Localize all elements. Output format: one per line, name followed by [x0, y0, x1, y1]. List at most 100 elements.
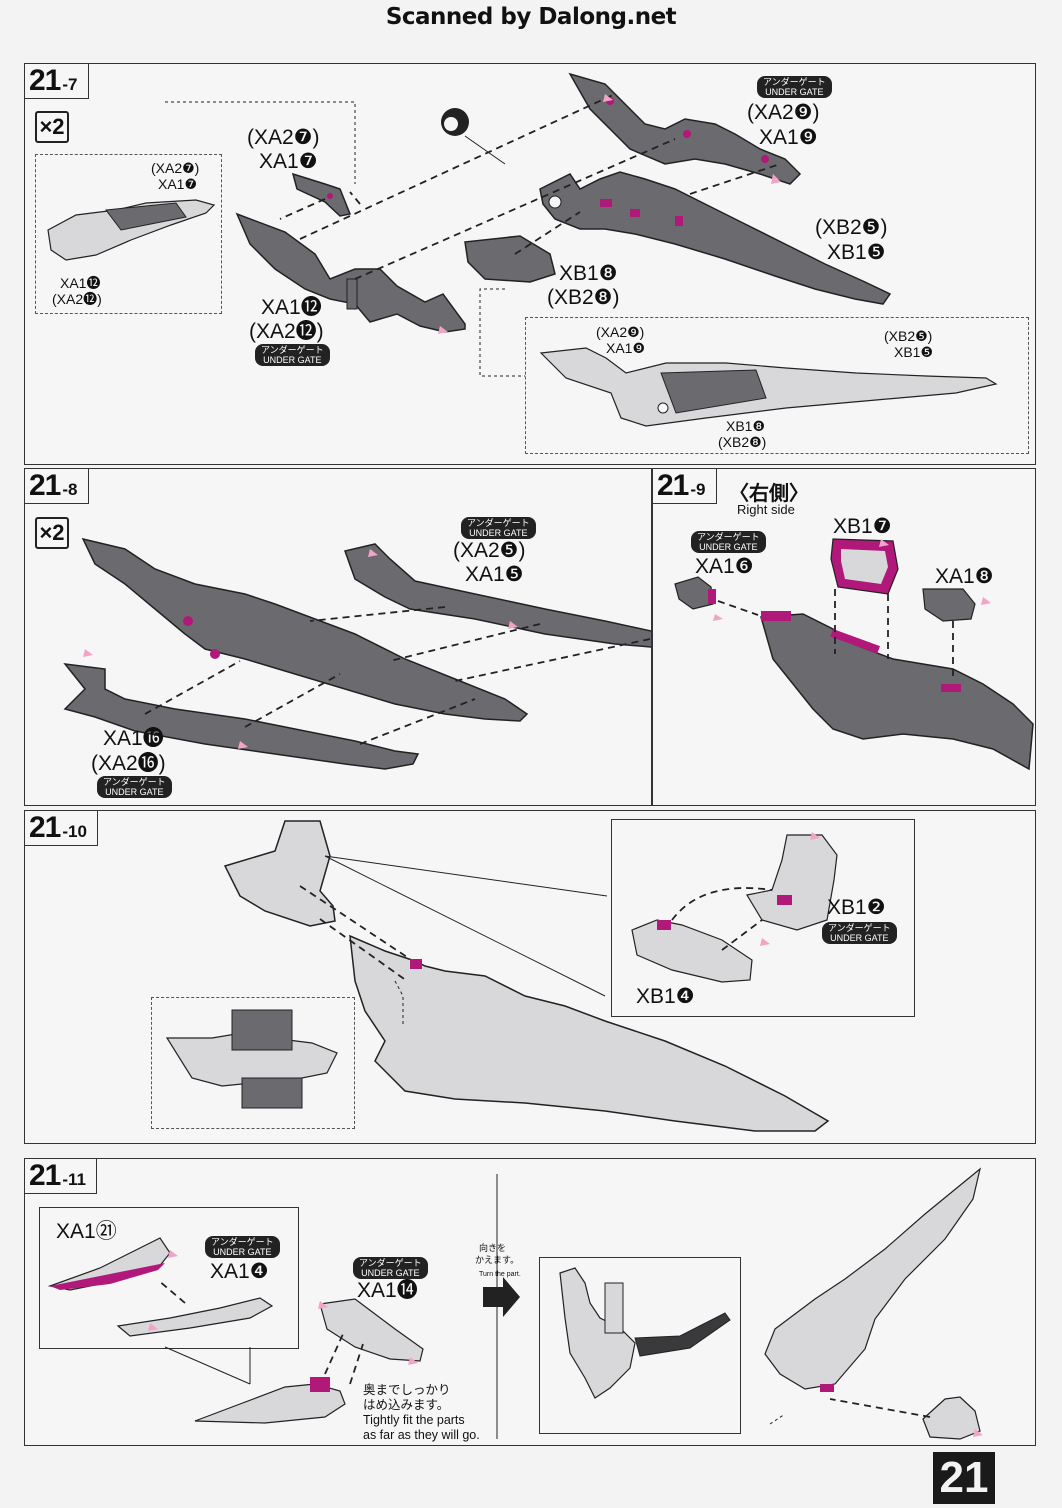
fit-note-en-2: as far as they will go.: [363, 1428, 480, 1442]
step-major: 21: [29, 811, 61, 844]
turn-arrow-icon: [483, 1277, 520, 1317]
label-xb1-7: XB1❼: [833, 515, 892, 538]
quantity-badge: ×2: [35, 517, 69, 549]
detail-inset-left: [151, 997, 355, 1129]
small-part-xa1-8: [922, 588, 976, 622]
step-number: 21 -9: [653, 469, 717, 504]
step-major: 21: [29, 469, 61, 502]
step-major: 21: [657, 469, 689, 502]
step-minor: -10: [62, 822, 87, 841]
label-xa1-12: XA1⓬: [261, 296, 322, 319]
accent-part: [708, 589, 716, 604]
inset-illustration: [47, 199, 216, 261]
page-number: 21: [933, 1452, 995, 1504]
label-xa1-8: XA1❽: [935, 565, 994, 588]
accent-slot: [310, 1377, 330, 1392]
step-minor: -8: [62, 480, 78, 499]
block-part: [464, 235, 556, 283]
label-xb1-2: XB1❷: [827, 896, 886, 919]
side-label-jp: 〈右側〉: [729, 483, 809, 505]
hole: [683, 130, 691, 138]
hole: [210, 649, 220, 659]
label-xa1-5: XA1❺: [465, 563, 524, 586]
inset-illustration: [47, 1237, 274, 1337]
detail-inset-right: (XA2❾) XA1❾ (XB2❺) XB1❺ XB1❽ (XB2❽): [525, 317, 1029, 454]
step-number: 21 -10: [25, 811, 98, 846]
fit-note-en-1: Tightly fit the parts: [363, 1413, 465, 1427]
label-xb2-8: (XB2❽): [547, 286, 620, 309]
label-xa2-12: (XA2⓬): [52, 291, 102, 307]
label-xb2-5: (XB2❺): [815, 216, 888, 239]
slot: [600, 199, 612, 207]
step-minor: -9: [690, 480, 706, 499]
step-number: 21 -11: [25, 1159, 98, 1194]
inset-illustration: [165, 1009, 338, 1109]
leader-line: [769, 1413, 786, 1425]
label-xa2-9: (XA2❾): [747, 101, 820, 124]
upper-blade-part: [568, 72, 802, 185]
fit-note-jp-2: はめ込みます。: [363, 1398, 450, 1412]
small-part: [291, 172, 352, 217]
cover-part: [223, 820, 336, 927]
side-label-en: Right side: [737, 502, 795, 517]
step-21-7-panel: 21 -7 ×2: [24, 63, 1036, 465]
main-blade-part: [349, 934, 830, 1132]
inset-illustration: [559, 1267, 731, 1399]
hole: [183, 616, 193, 626]
small-part-xa1-6: [674, 576, 714, 610]
peg: [346, 278, 358, 310]
label-xb1-5: XB1❺: [894, 344, 934, 360]
step-21-9-illustration: [674, 538, 1034, 771]
step-minor: -7: [62, 75, 78, 94]
label-xa1-12: XA1⓬: [60, 275, 101, 291]
step-major: 21: [29, 64, 61, 97]
step-major: 21: [29, 1159, 61, 1192]
step-number: 21 -7: [25, 64, 89, 99]
slot: [675, 216, 683, 226]
label-xb1-5: XB1❺: [827, 241, 886, 264]
main-blade-part: [81, 537, 529, 722]
label-xb1-8: XB1❽: [559, 262, 618, 285]
label-xb1-4: XB1❹: [636, 985, 695, 1008]
label-xa1-9: XA1❾: [606, 340, 646, 356]
step-21-8-illustration: [63, 537, 651, 770]
label-xa1-7: XA1❼: [158, 176, 198, 192]
accent-slot: [410, 959, 422, 969]
leader-line: [464, 135, 506, 165]
label-xa1-4: XA1❹: [210, 1260, 269, 1283]
lower-rail-part: [63, 663, 420, 770]
label-xa2-12: (XA2⓬): [249, 320, 324, 343]
step-21-10-illustration: [223, 820, 830, 1132]
side-part: [922, 1396, 981, 1440]
turn-note-jp-2: かえます。: [475, 1255, 520, 1265]
step-21-7-illustration: [165, 72, 892, 377]
step-21-11-illustration: [164, 1167, 983, 1440]
label-xa2-5: (XA2❺): [453, 539, 526, 562]
label-xa1-21: XA1㉑: [56, 1220, 117, 1243]
label-xb2-5: (XB2❺): [884, 328, 933, 344]
label-xa2-16: (XA2⓰): [91, 752, 166, 775]
label-xa1-6: XA1❻: [695, 555, 754, 578]
label-xa1-7: XA1❼: [259, 150, 318, 173]
blade-tip-part: [194, 1383, 346, 1424]
quantity-badge: ×2: [35, 111, 69, 143]
label-xb1-8: XB1❽: [726, 418, 766, 434]
detail-inset-turned: [539, 1257, 741, 1434]
upper-rail-part: [344, 543, 651, 648]
slot: [630, 209, 640, 217]
step-minor: -11: [62, 1170, 87, 1189]
main-blade-part: [760, 613, 1034, 771]
hole: [761, 155, 769, 163]
label-xa2-9: (XA2❾): [596, 324, 645, 340]
main-blade-part: [539, 171, 892, 305]
label-xa2-7: (XA2❼): [151, 160, 200, 176]
inset-illustration: [631, 832, 838, 983]
